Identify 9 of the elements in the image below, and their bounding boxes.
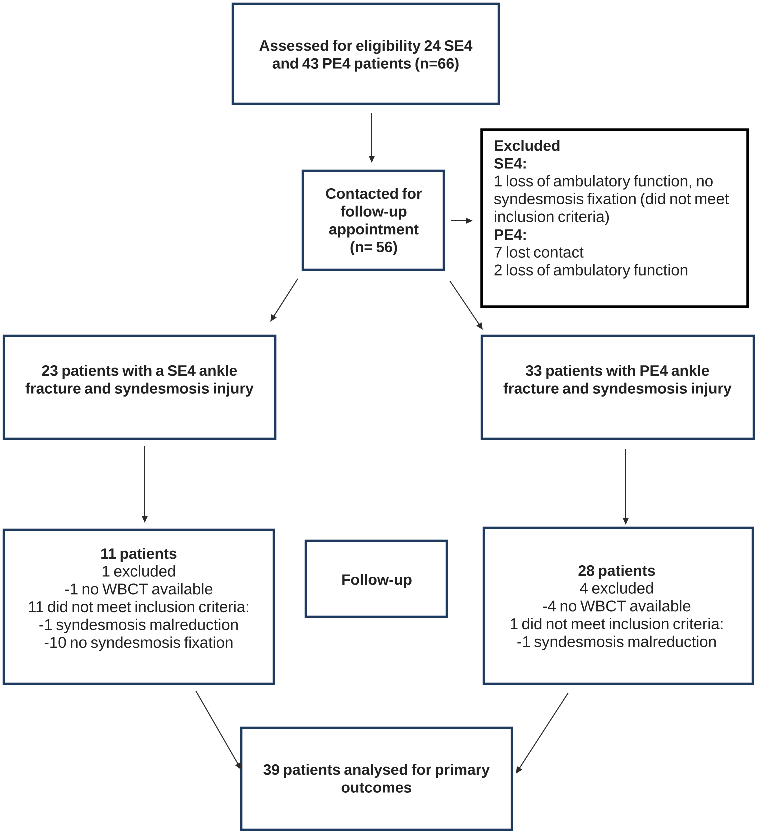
process-box: 39 patients analysed for primary outcomes (240, 726, 514, 832)
process-box: Assessed for eligibility 24 SE4 and 43 PE4 patients (n=66) (232, 2, 500, 106)
process-box: Contacted for follow-up appointment (n= 56) (302, 170, 446, 272)
process-box: 23 patients with a SE4 ankle fracture and syndesmosis injury (2, 334, 277, 440)
process-box: 28 patients 4 excluded -4 no WBCT available 1 did not meet inclusion criteria: -1 syndesmosis malreduction (482, 526, 754, 686)
process-box: Follow-up (304, 540, 448, 618)
process-box: 33 patients with PE4 ankle fracture and syndesmosis injury (480, 334, 756, 440)
exclusion-box: Excluded SE4: 1 loss of ambulatory function, no syndesmosis fixation (did not meet inclusion criteria) PE4: 7 lost contact 2 loss of ambulatory function (480, 128, 750, 308)
process-box: 11 patients 1 excluded -1 no WBCT available 11 did not meet inclusion criteria: -1 syndesmosis malreduction -10 no syndesmosis fixation (2, 528, 276, 686)
